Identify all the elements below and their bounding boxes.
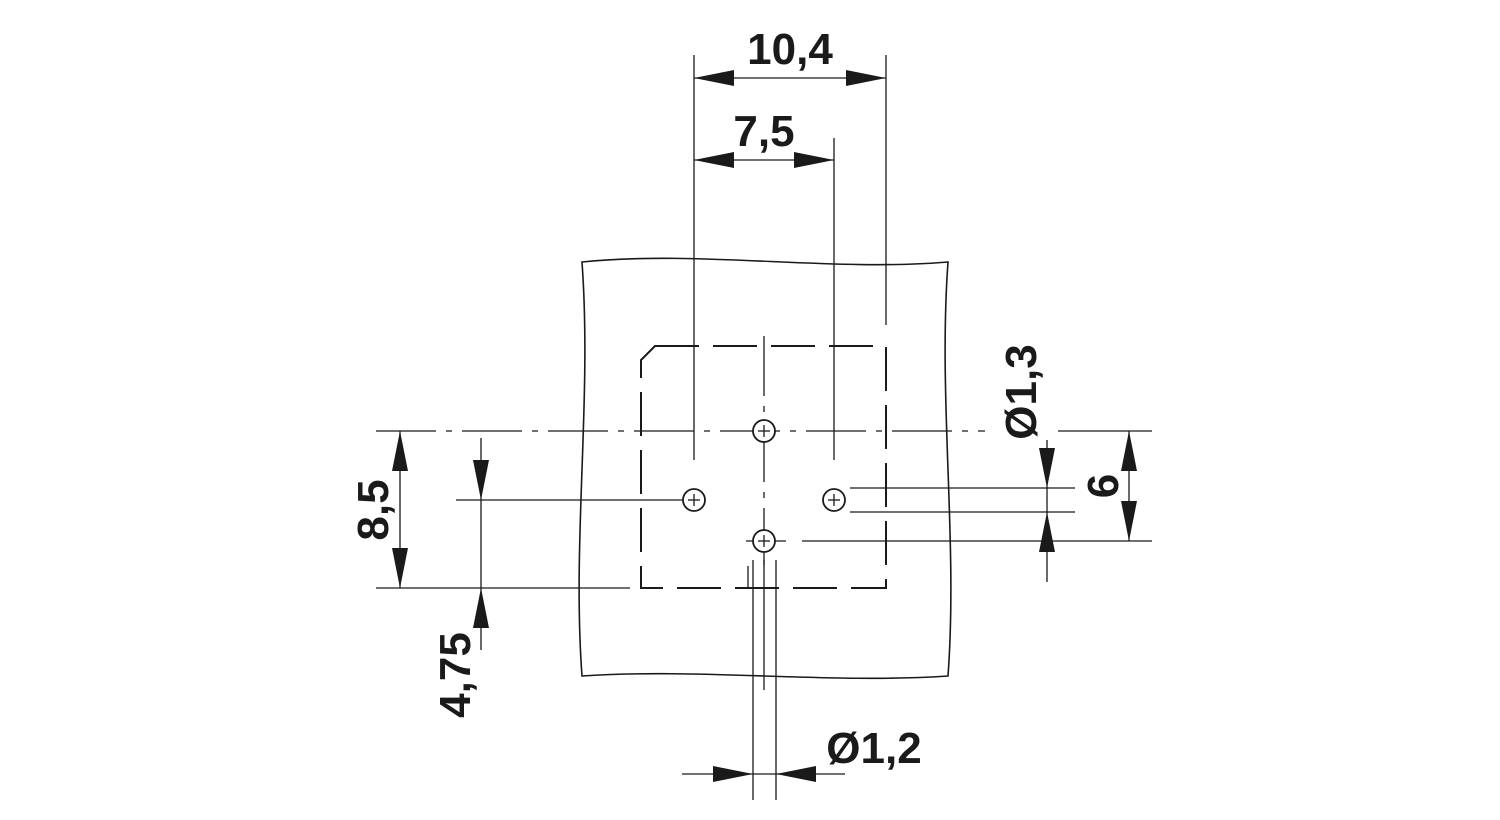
- hole-top: [752, 419, 776, 443]
- dim-height-total-label: 8,5: [349, 479, 398, 540]
- dim-hole-diameter-bottom: Ø1,2: [682, 724, 922, 782]
- hole-bottom: [752, 529, 776, 553]
- dim-width-pins: 7,5: [694, 107, 834, 168]
- dim-pin-spacing-label: 6: [1079, 474, 1128, 498]
- dim-width-pins-label: 7,5: [733, 107, 794, 156]
- hole-left: [682, 488, 706, 512]
- dim-hole-diameter-top: Ø1,3: [997, 344, 1055, 582]
- dim-width-total-label: 10,4: [747, 25, 833, 74]
- dim-height-offset: 4,75: [431, 438, 489, 718]
- hole-right: [822, 488, 846, 512]
- dim-pin-spacing: 6: [1079, 431, 1137, 541]
- dim-height-offset-label: 4,75: [431, 632, 480, 718]
- dim-hole-diameter-bottom-label: Ø1,2: [826, 724, 921, 773]
- board-outline: [578, 257, 952, 680]
- dim-height-total: 8,5: [349, 431, 408, 588]
- dim-hole-diameter-top-label: Ø1,3: [997, 344, 1046, 439]
- dim-width-total: 10,4: [694, 25, 886, 86]
